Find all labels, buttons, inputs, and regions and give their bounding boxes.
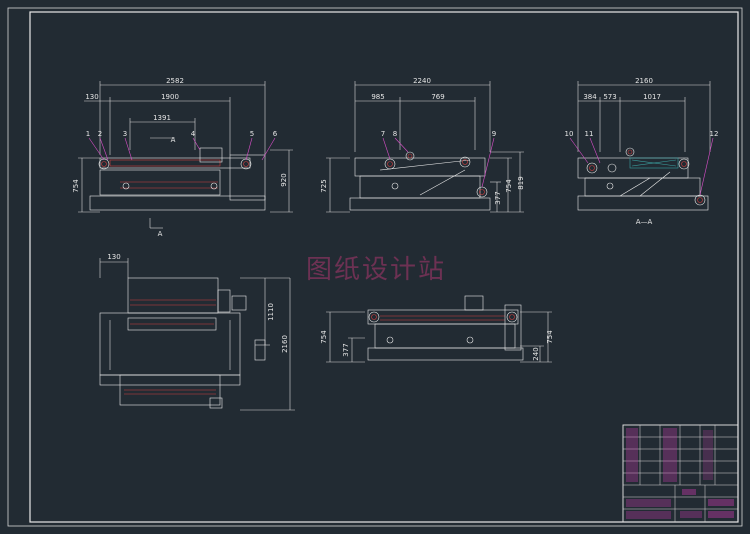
plan-depth-dim: 1110 bbox=[267, 303, 275, 321]
balloon-8[interactable]: 8 bbox=[393, 130, 397, 138]
plan-top-offset-dim: 130 bbox=[107, 253, 120, 261]
balloon-6[interactable]: 6 bbox=[273, 130, 278, 138]
balloon-2[interactable]: 2 bbox=[98, 130, 102, 138]
section-d2-dim: 573 bbox=[603, 93, 616, 101]
middle-height-b-dim: 754 bbox=[505, 179, 513, 193]
balloon-3[interactable]: 3 bbox=[123, 130, 127, 138]
balloon-11[interactable]: 11 bbox=[585, 130, 594, 138]
balloon-1[interactable]: 1 bbox=[86, 130, 90, 138]
section-caption: A—A bbox=[636, 218, 653, 226]
middle-view bbox=[326, 81, 524, 213]
plan-overall-depth-dim: 2160 bbox=[281, 335, 289, 353]
title-block bbox=[622, 424, 739, 523]
middle-left-part-dim: 985 bbox=[371, 93, 384, 101]
balloon-7[interactable]: 7 bbox=[381, 130, 385, 138]
side-height-a-dim: 754 bbox=[320, 330, 328, 344]
plan-view bbox=[99, 258, 295, 411]
side-view bbox=[326, 295, 552, 363]
balloon-10[interactable]: 10 bbox=[565, 130, 574, 138]
side-height-d-dim: 240 bbox=[532, 347, 540, 360]
front-overall-width-dim: 2582 bbox=[166, 77, 184, 85]
section-d1-dim: 384 bbox=[583, 93, 597, 101]
section-overall-width-dim: 2160 bbox=[635, 77, 653, 85]
front-right-height-dim: 920 bbox=[280, 173, 288, 186]
middle-right-part-dim: 769 bbox=[431, 93, 444, 101]
middle-height-a-dim: 377 bbox=[494, 191, 502, 204]
sheet-inner-border bbox=[29, 11, 739, 523]
front-section-letter-top: A bbox=[171, 136, 176, 144]
front-view bbox=[78, 81, 293, 229]
balloon-9[interactable]: 9 bbox=[492, 130, 496, 138]
middle-height-c-dim: 819 bbox=[517, 176, 525, 189]
front-roller-span-dim: 1391 bbox=[153, 114, 171, 122]
section-d3-dim: 1017 bbox=[643, 93, 661, 101]
front-balloons: 1 2 3 4 5 6 bbox=[86, 130, 278, 138]
front-left-height-dim: 754 bbox=[72, 179, 80, 193]
front-left-offset-dim: 130 bbox=[85, 93, 98, 101]
watermark-text: 图纸设计站 bbox=[306, 255, 446, 285]
section-view bbox=[569, 81, 714, 211]
balloon-5[interactable]: 5 bbox=[250, 130, 254, 138]
middle-left-height-dim: 725 bbox=[320, 179, 328, 192]
sheet-outer-border bbox=[7, 7, 743, 527]
middle-balloons: 7 8 9 bbox=[381, 130, 496, 138]
front-section-letter-bottom: A bbox=[158, 230, 163, 238]
section-balloons: 10 11 12 bbox=[565, 130, 719, 138]
balloon-12[interactable]: 12 bbox=[710, 130, 719, 138]
middle-overall-width-dim: 2240 bbox=[413, 77, 431, 85]
balloon-4[interactable]: 4 bbox=[191, 130, 196, 138]
side-height-b-dim: 377 bbox=[342, 343, 350, 356]
front-inner-width-dim: 1900 bbox=[161, 93, 179, 101]
side-height-c-dim: 754 bbox=[546, 330, 554, 344]
